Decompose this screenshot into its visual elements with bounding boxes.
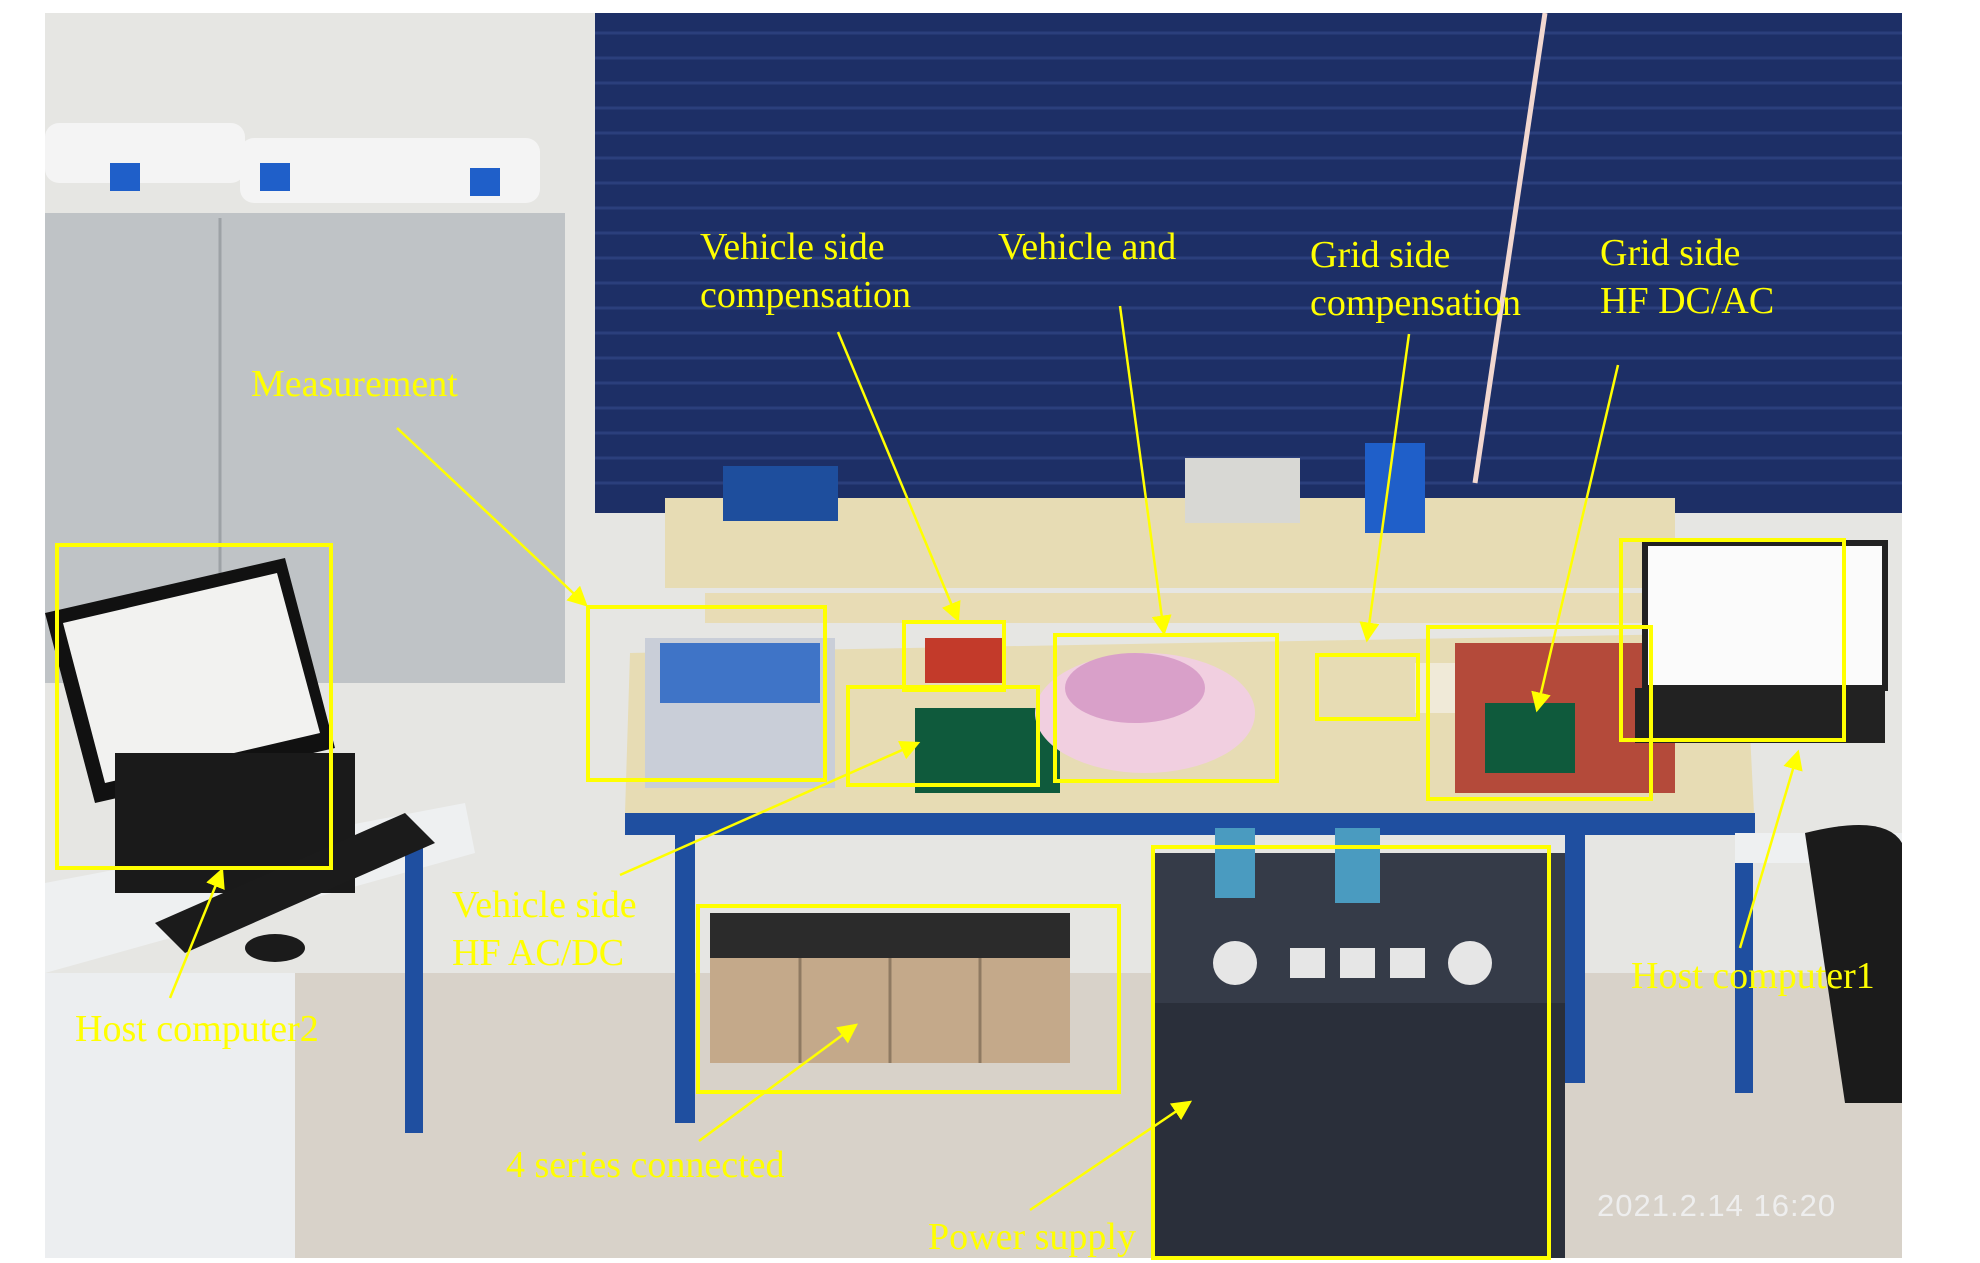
label-grid-comp-line2: compensation <box>1310 282 1522 324</box>
photo-timestamp: 2021.2.14 16:20 <box>1597 1188 1837 1223</box>
oscilloscope-left <box>723 466 838 521</box>
vehicle-hf-arrow <box>619 740 921 877</box>
keyboard-2 <box>155 813 435 953</box>
label-host-computer2: Host computer2 <box>75 1008 319 1050</box>
label-vehicle-hf-line2: HF AC/DC <box>452 932 625 974</box>
vehicle-pad-box <box>1053 633 1279 783</box>
label-vehicle-comp-line1: Vehicle side <box>700 226 885 268</box>
light-streak <box>1472 13 1548 484</box>
lab-photo: 2021.2.14 16:20 <box>45 13 1902 1258</box>
measurement-arrow <box>396 427 588 607</box>
label-grid-hf-line1: Grid side <box>1600 232 1741 274</box>
vehicle-hf-board <box>915 708 1060 793</box>
mouse-2 <box>245 934 305 962</box>
handheld-scope <box>1365 443 1425 533</box>
host2-arrow <box>168 867 225 999</box>
vehicle-comp-box <box>902 620 1006 692</box>
label-series-connected: 4 series connected <box>506 1144 785 1186</box>
batteries-box <box>696 904 1121 1094</box>
label-vehicle-and: Vehicle and <box>998 226 1177 268</box>
label-grid-comp-line1: Grid side <box>1310 234 1451 276</box>
vehicle-hf-box <box>846 685 1040 787</box>
vehicle-comp-board <box>925 638 1005 683</box>
chair <box>1805 825 1902 1103</box>
label-vehicle-hf-line1: Vehicle side <box>452 884 637 926</box>
lab-scene <box>45 13 1902 1258</box>
label-grid-hf-line2: HF DC/AC <box>1600 280 1775 322</box>
power-supply-box <box>1151 845 1551 1260</box>
label-vehicle-comp-line2: compensation <box>700 274 912 316</box>
host1-arrow <box>1738 749 1803 949</box>
series-arrow <box>698 1023 859 1143</box>
label-host-computer1: Host computer1 <box>1631 955 1875 997</box>
grid-comp-arrow <box>1359 333 1411 643</box>
measurement-box <box>586 605 827 782</box>
oscilloscope <box>1185 458 1300 523</box>
vehicle-comp-arrow <box>836 331 961 623</box>
bench-frame <box>625 813 1755 835</box>
host-computer2-box <box>55 543 333 870</box>
grid-hf-arrow <box>1531 364 1620 713</box>
label-measurement: Measurement <box>251 363 458 405</box>
window-blinds <box>595 13 1902 513</box>
vehicle-pad-arrow <box>1118 305 1172 636</box>
label-power-supply: Power supply <box>928 1216 1136 1258</box>
power-arrow <box>1029 1100 1193 1212</box>
blind-slats <box>595 31 1902 485</box>
grid-hf-box <box>1426 625 1653 801</box>
host-computer1-box <box>1619 538 1846 742</box>
grid-comp-box <box>1315 653 1420 721</box>
